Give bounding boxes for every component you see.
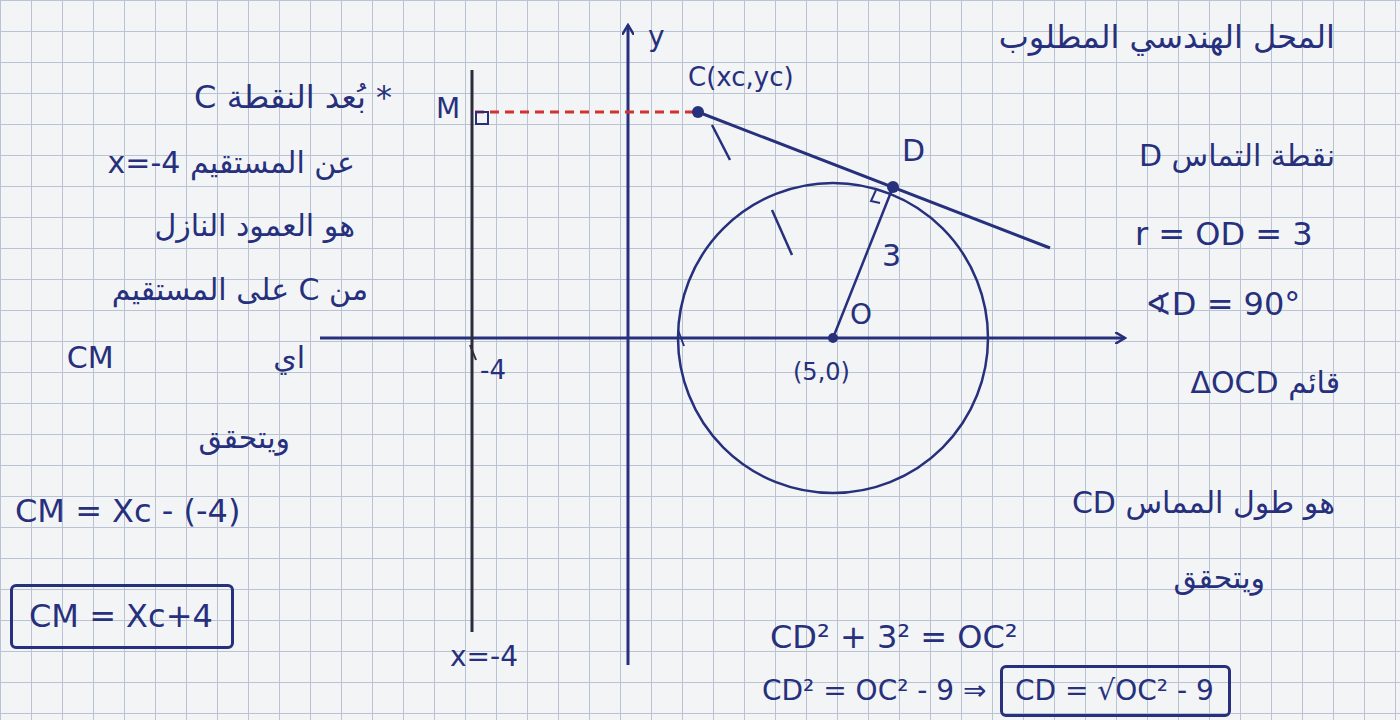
heading: المحل الهندسي المطلوب [999, 18, 1335, 56]
note-text: r = OD = 3 [1135, 215, 1313, 253]
note-text: * بُعد النقطة C [194, 78, 392, 116]
circle [678, 183, 988, 493]
note-text: -4 [480, 355, 506, 386]
note-text: ∢D = 90° [1145, 285, 1300, 323]
formula-text: CM = Xc+4 [29, 597, 215, 635]
note-text: ويتحقق [199, 420, 290, 456]
note-text: D [902, 133, 925, 169]
x-axis [320, 337, 1125, 340]
note-text: عن المستقيم x=-4 [108, 145, 355, 181]
tick-mark [772, 210, 792, 255]
note-text: M [436, 92, 460, 126]
formula-text: CD = √OC² - 9 [1015, 674, 1216, 708]
tick-mark [712, 125, 730, 160]
formula-box: CM = Xc+4 [10, 584, 234, 649]
tick-mark [470, 345, 476, 360]
note-text: CM = Xc - (-4) [15, 492, 240, 530]
note-text: 3 [882, 238, 901, 274]
point-c [692, 106, 704, 118]
right-angle-mark [871, 190, 880, 203]
note-text: O [850, 298, 872, 332]
note-text: هو العمود النازل [155, 208, 356, 244]
note-text: CD² = OC² - 9 ⇒ [762, 674, 987, 708]
note-text: x=-4 [450, 640, 518, 674]
point-d [887, 181, 899, 193]
note-text: C(xc,yc) [688, 62, 794, 93]
note-text: CD² + 3² = OC² [770, 618, 1018, 656]
formula-box: CD = √OC² - 9 [1000, 665, 1231, 717]
y-axis [627, 25, 630, 665]
note-text: من C على المستقيم [112, 272, 368, 308]
perpendicular-dashed [475, 111, 698, 114]
note-text: CD هو طول المماس [1072, 485, 1335, 521]
note-text: y [648, 20, 665, 54]
note-text: (5,0) [793, 358, 850, 387]
tick-mark [678, 330, 684, 346]
note-text: ΔOCD قائم [1190, 365, 1340, 401]
note-text: D نقطة التماس [1139, 138, 1335, 174]
note-text: اي CM [67, 340, 305, 376]
note-text: ويتحقق [1174, 560, 1265, 596]
tangent-line [698, 112, 1050, 248]
right-angle-mark [476, 112, 488, 124]
